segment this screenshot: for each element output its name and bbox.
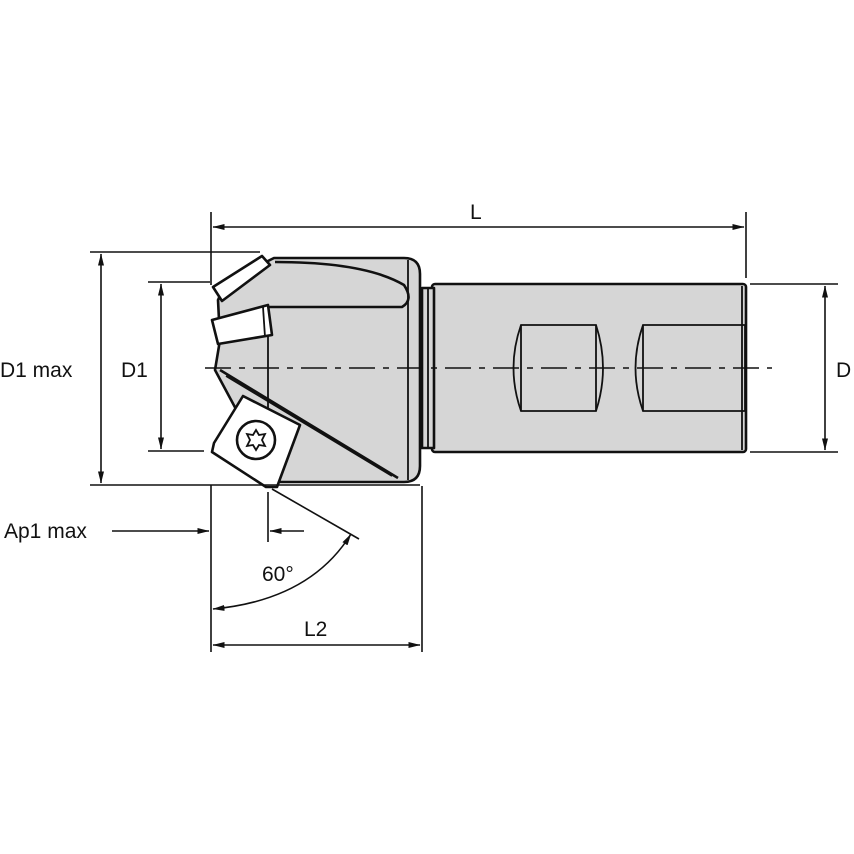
dimension-angle: 60°: [212, 488, 360, 611]
torx-screw-icon: [245, 428, 267, 452]
label-angle: 60°: [262, 563, 294, 586]
label-D1: D1: [121, 359, 148, 382]
label-D1-max: D1 max: [0, 359, 73, 382]
dimension-Ap1-max: Ap1 max: [4, 485, 304, 652]
upper-insert-1: [211, 254, 272, 303]
dimension-D1: D1: [121, 281, 210, 452]
dimension-L: L: [210, 201, 747, 285]
label-Ap1-max: Ap1 max: [4, 520, 87, 543]
label-D: D: [836, 359, 851, 382]
dimension-D1-max: D1 max: [0, 251, 420, 486]
upper-insert-2: [210, 303, 274, 346]
dimension-D: D: [750, 283, 851, 453]
label-L: L: [470, 201, 482, 224]
label-L2: L2: [304, 618, 327, 641]
dimension-L2: L2: [212, 486, 423, 652]
square-insert: [210, 394, 302, 489]
